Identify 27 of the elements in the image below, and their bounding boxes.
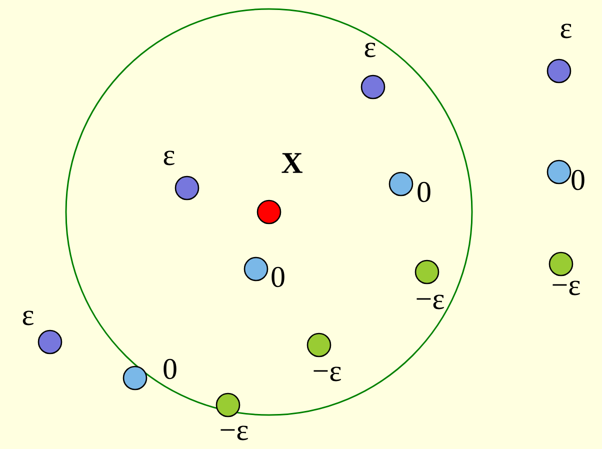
dot-label: −ε — [416, 294, 444, 310]
dot — [244, 256, 268, 282]
dot — [548, 252, 574, 276]
dot — [38, 330, 62, 354]
dot — [414, 260, 440, 284]
dot-label: −ε — [220, 426, 248, 440]
dot — [306, 332, 332, 358]
dot-label: ε — [22, 310, 34, 326]
dot-label: 0 — [164, 358, 176, 380]
dot — [216, 392, 240, 418]
dot — [388, 172, 414, 196]
dot-label: −ε — [314, 366, 341, 382]
dot — [360, 74, 386, 100]
dot-label: 0 — [272, 266, 284, 288]
dot — [174, 176, 200, 200]
dot-label: 0 — [572, 170, 584, 190]
dot — [546, 160, 572, 184]
dot-label: X — [282, 153, 302, 173]
dot — [256, 200, 282, 224]
dot-label: 0 — [418, 182, 430, 202]
dot-label: −ε — [552, 280, 580, 296]
boundary-circle — [65, 8, 473, 416]
dot — [122, 366, 148, 390]
dot — [546, 58, 572, 84]
dot-label: ε — [164, 150, 174, 166]
dot-label: ε — [560, 24, 572, 38]
dot-label: ε — [364, 42, 376, 58]
